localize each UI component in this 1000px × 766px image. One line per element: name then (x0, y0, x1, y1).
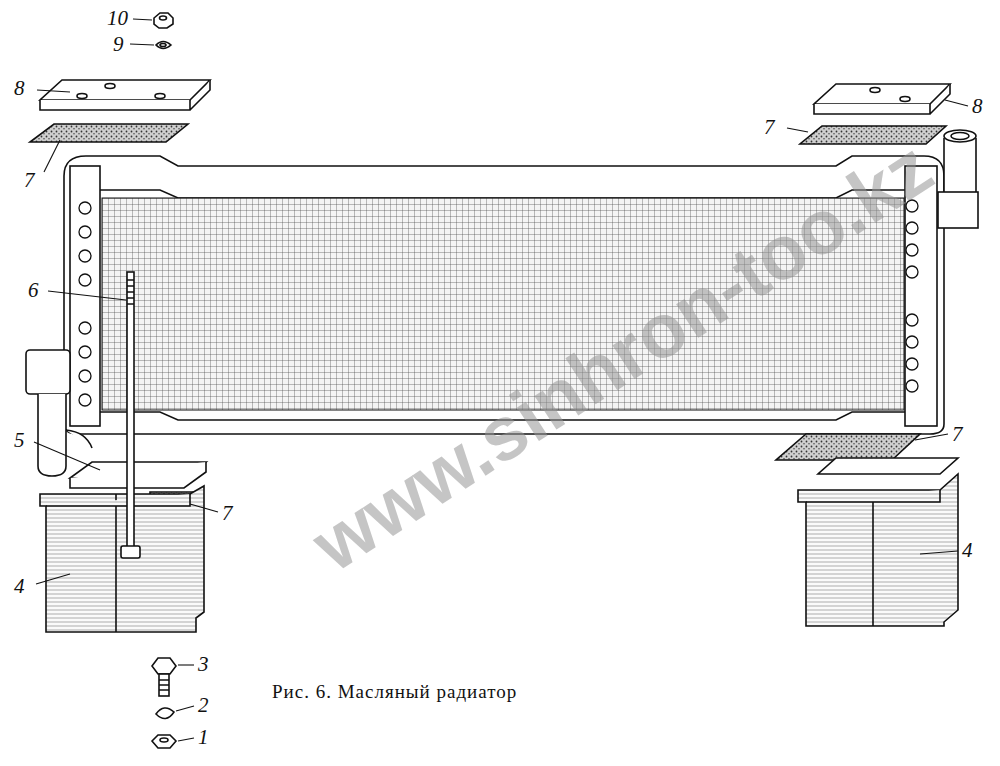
callout-number: 4 (14, 576, 25, 597)
leader-line-part (44, 140, 60, 172)
inlet-pipe-part (944, 130, 976, 142)
radiator-body-part-part (79, 250, 91, 262)
callout-number: 4 (962, 540, 973, 561)
radiator-body-part-part (79, 202, 91, 214)
inlet-pipe-part (944, 138, 976, 194)
radiator-body-part-part (906, 244, 918, 256)
leader-line-part (48, 291, 126, 300)
leader-line-part (178, 664, 194, 665)
stud (121, 272, 140, 558)
leader-line (34, 19, 968, 741)
fastener-part (152, 735, 176, 748)
top-plate-part (155, 94, 165, 99)
inlet-pipe-part (951, 133, 969, 140)
leader-line-part (787, 128, 808, 132)
support-bracket-part (806, 490, 940, 502)
fastener-part (160, 44, 166, 47)
fastener-part (160, 16, 167, 20)
stud-part (127, 272, 134, 548)
radiator-body-part (100, 190, 905, 198)
inlet-pipe-part (938, 192, 978, 228)
radiator-body-part-part (906, 380, 918, 392)
radiator-body-part-part (906, 314, 918, 326)
top-plate-part (870, 88, 880, 93)
callout-number: 5 (14, 430, 25, 451)
radiator-body-part-part (79, 394, 91, 406)
callout-number: 3 (198, 654, 209, 675)
callout-number: 8 (972, 96, 983, 117)
support-bracket-part (115, 494, 117, 632)
radiator-body-part-part (906, 266, 918, 278)
radiator-body-part-part (79, 322, 91, 334)
radiator-illustration-part (26, 13, 978, 748)
callout-number: 1 (198, 727, 209, 748)
support-bracket-part (818, 458, 958, 474)
radiator-body-part-part (79, 370, 91, 382)
top-plate-part (40, 80, 210, 100)
leader-line-part (133, 19, 152, 20)
leader-line-part (920, 551, 958, 554)
stud-part (127, 280, 134, 304)
support-bracket-part (40, 486, 204, 632)
callout-number: 7 (952, 424, 963, 445)
fastener-part (156, 42, 171, 49)
top-plate-part (40, 80, 210, 110)
radiator-body-part-part (906, 358, 918, 370)
radiator-body-part-part (906, 336, 918, 348)
stud-part (121, 546, 140, 558)
callout-number: 8 (14, 78, 25, 99)
figure-caption: Рис. 6. Масляный радиатор (272, 682, 517, 701)
leader-line-part (37, 90, 70, 92)
callout-number: 7 (764, 117, 775, 138)
outlet-pipe-part (66, 430, 92, 448)
rubber-pad-part (800, 126, 946, 144)
support-bracket (40, 458, 958, 632)
leader-line-part (130, 44, 154, 45)
callout-number: 6 (28, 280, 39, 301)
outlet-pipe (26, 350, 92, 476)
leader-line-part (190, 504, 218, 512)
leader-line-part (176, 706, 194, 711)
radiator-body-part-part (79, 226, 91, 238)
outlet-pipe-part (38, 394, 66, 476)
callout-number: 10 (107, 8, 128, 29)
support-bracket-part (46, 494, 190, 506)
fastener-part (159, 674, 169, 696)
leader-line-part (36, 574, 70, 584)
leader-line-part (945, 100, 968, 106)
radiator-body-part-part (79, 274, 91, 286)
top-plate-part (814, 84, 950, 104)
leader-line-part (915, 434, 948, 440)
top-plate-part (77, 94, 87, 99)
fastener-part (156, 708, 174, 719)
fastener-part (154, 13, 173, 28)
callout-number: 9 (113, 34, 124, 55)
callout-number: 7 (24, 170, 35, 191)
leader-line-part (34, 442, 100, 470)
outlet-pipe-part (26, 350, 70, 394)
support-bracket-part (872, 502, 874, 626)
top-plate-part (814, 84, 950, 114)
top-plate (40, 80, 950, 114)
rubber-pad-part (30, 124, 188, 142)
leader-line-part (178, 738, 194, 741)
fastener-part (152, 658, 176, 674)
inlet-pipe (938, 130, 978, 228)
rubber-pad-part (776, 434, 920, 460)
radiator-body-part-part (906, 222, 918, 234)
radiator-body-part-part (79, 346, 91, 358)
fastener-part (159, 680, 169, 690)
fastener (152, 13, 176, 748)
support-bracket-part (798, 474, 958, 626)
fastener-part (160, 738, 168, 742)
callout-number: 2 (198, 695, 209, 716)
top-plate-part (105, 84, 115, 89)
top-plate-part (900, 97, 910, 102)
callout-number: 7 (222, 503, 233, 524)
